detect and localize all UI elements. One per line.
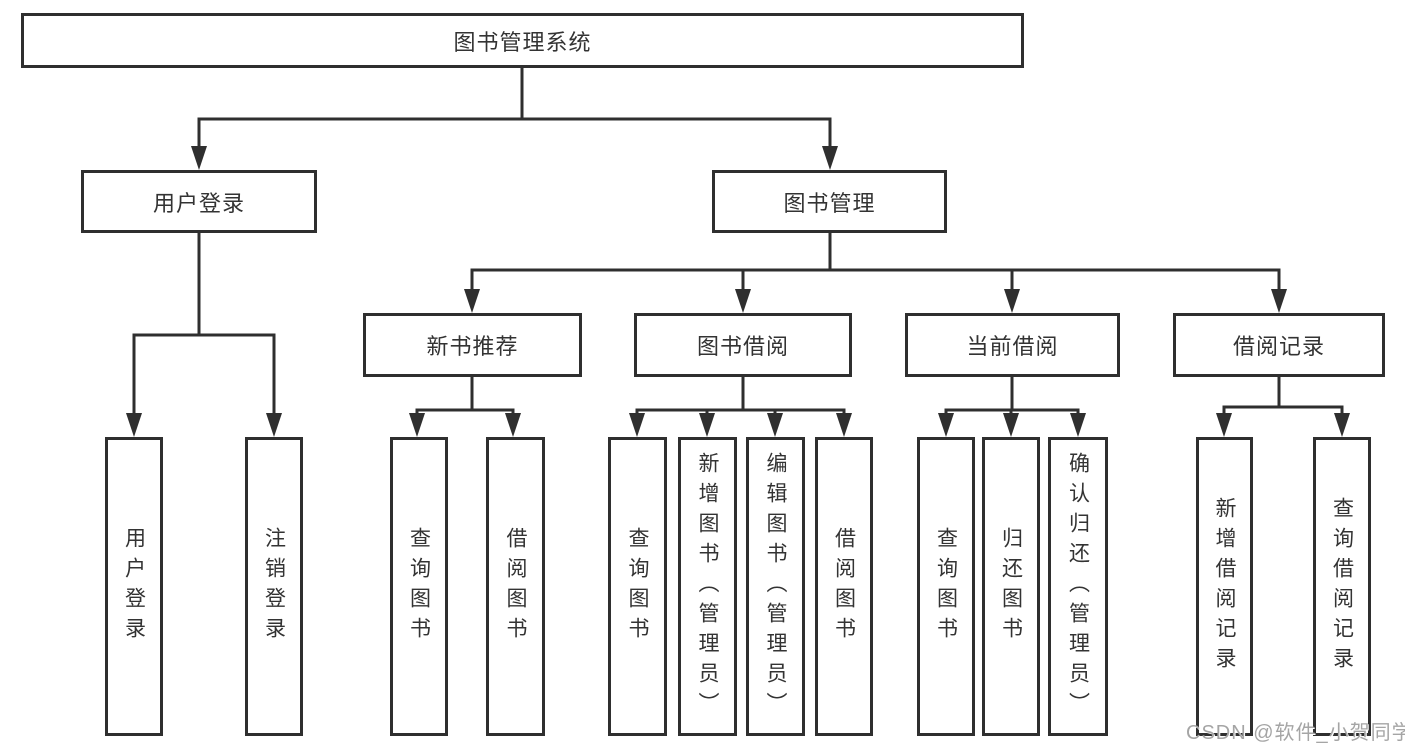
node-new-book-recommend: 新书推荐 bbox=[363, 313, 582, 377]
leaf-return-books: 归还图书 bbox=[982, 437, 1040, 736]
node-current-borrow: 当前借阅 bbox=[905, 313, 1120, 377]
node-book-borrow: 图书借阅 bbox=[634, 313, 852, 377]
leaf-query-books-borrow: 查询图书 bbox=[608, 437, 667, 736]
node-borrow-records: 借阅记录 bbox=[1173, 313, 1385, 377]
leaf-query-books-current: 查询图书 bbox=[917, 437, 975, 736]
leaf-confirm-return-admin: 确认归还（管理员） bbox=[1048, 437, 1108, 736]
leaf-borrow-books: 借阅图书 bbox=[815, 437, 873, 736]
leaf-edit-books-admin: 编辑图书（管理员） bbox=[746, 437, 805, 736]
leaf-borrow-books-recommend: 借阅图书 bbox=[486, 437, 545, 736]
node-book-management: 图书管理 bbox=[712, 170, 947, 233]
leaf-add-borrow-record: 新增借阅记录 bbox=[1196, 437, 1253, 736]
leaf-query-books-recommend: 查询图书 bbox=[390, 437, 448, 736]
node-user-login: 用户登录 bbox=[81, 170, 317, 233]
csdn-watermark: CSDN @软件_小贺同学 bbox=[1186, 722, 1405, 744]
node-root-system: 图书管理系统 bbox=[21, 13, 1024, 68]
leaf-user-login: 用户登录 bbox=[105, 437, 163, 736]
leaf-logout: 注销登录 bbox=[245, 437, 303, 736]
leaf-query-borrow-record: 查询借阅记录 bbox=[1313, 437, 1371, 736]
leaf-add-books-admin: 新增图书（管理员） bbox=[678, 437, 737, 736]
